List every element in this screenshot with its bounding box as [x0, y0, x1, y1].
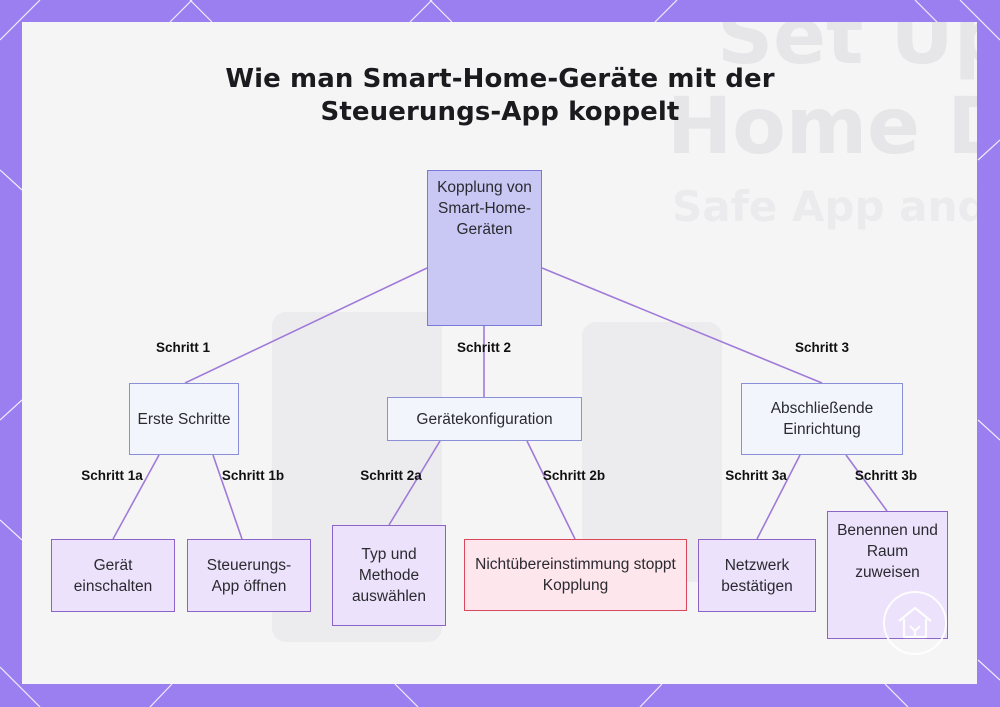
step-2-node: Gerätekonfiguration: [387, 397, 582, 441]
edge-label-step-1a: Schritt 1a: [81, 468, 143, 483]
step-3-node: Abschließende Einrichtung: [741, 383, 903, 455]
step-1b-label: Steuerungs-App öffnen: [206, 556, 292, 595]
edge-root-step3: [541, 267, 823, 384]
edge-step2-2b: [526, 440, 576, 540]
step-2a-label: Typ und Methode auswählen: [351, 546, 427, 605]
step-2-label: Gerätekonfiguration: [416, 410, 553, 428]
step-3-label: Abschließende Einrichtung: [770, 400, 874, 438]
edge-root-step1: [184, 267, 428, 384]
edge-label-step-1b: Schritt 1b: [221, 468, 285, 483]
step-1-label: Erste Schritte: [137, 410, 231, 428]
house-logo-icon: [883, 591, 947, 655]
edge-label-step-1: Schritt 1: [155, 340, 211, 355]
background-image-text: Home D: [667, 82, 977, 172]
step-3b-label: Benennen und Raum zuweisen: [837, 522, 938, 581]
step-2a-node: Typ und Methode auswählen: [332, 525, 446, 626]
root-node: Kopplung von Smart-Home-Geräten: [427, 170, 542, 326]
step-3a-label: Netzwerk bestätigen: [721, 556, 793, 595]
edge-step3-3b: [845, 454, 888, 512]
title-line-1: Wie man Smart-Home-Geräte mit der: [225, 64, 775, 94]
step-1a-label: Gerät einschalten: [73, 556, 153, 595]
edge-label-step-2b: Schritt 2b: [542, 468, 606, 483]
edge-label-step-3a: Schritt 3a: [725, 468, 787, 483]
edge-step1-1b: [212, 454, 243, 540]
edge-step3-3a: [756, 454, 801, 540]
page-title: Wie man Smart-Home-Geräte mit der Steuer…: [0, 63, 1000, 129]
edge-label-step-3: Schritt 3: [794, 340, 850, 355]
edge-label-step-3b: Schritt 3b: [854, 468, 918, 483]
background-phone-shape: [582, 322, 722, 582]
step-1a-node: Gerät einschalten: [51, 539, 175, 612]
title-line-2: Steuerungs-App koppelt: [320, 97, 680, 127]
step-2b-node: Nichtübereinstimmung stoppt Kopplung: [464, 539, 687, 611]
edge-step2-2a: [388, 440, 441, 526]
root-node-label: Kopplung von Smart-Home-Geräten: [437, 179, 532, 238]
edge-label-step-2: Schritt 2: [456, 340, 512, 355]
edge-step1-1a: [112, 454, 160, 540]
step-3a-node: Netzwerk bestätigen: [698, 539, 816, 612]
background-image-text: Set Up: [717, 22, 977, 82]
step-1b-node: Steuerungs-App öffnen: [187, 539, 311, 612]
step-2b-label: Nichtübereinstimmung stoppt Kopplung: [475, 556, 676, 594]
background-image-text: Safe App and: [672, 182, 977, 231]
edge-label-step-2a: Schritt 2a: [360, 468, 422, 483]
step-1-node: Erste Schritte: [129, 383, 239, 455]
